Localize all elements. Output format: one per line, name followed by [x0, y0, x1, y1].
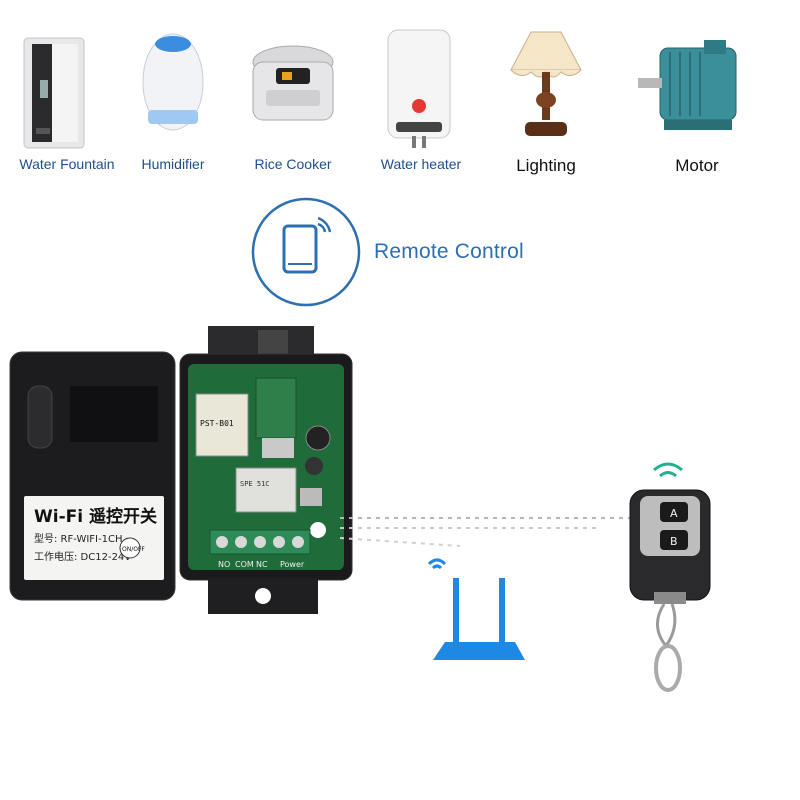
key-fob-remote: A B: [629, 462, 711, 692]
appliance-humidifier: Humidifier: [108, 10, 238, 185]
appliance-rice-cooker: Rice Cooker: [228, 10, 358, 185]
relay: [235, 467, 297, 513]
appliance-label: Lighting: [516, 156, 576, 175]
humidifier-icon: [142, 33, 204, 131]
wireless-signal-icon: [653, 462, 683, 472]
remote-control-label: Remote Control: [374, 240, 524, 263]
terminal-com: COM: [235, 560, 254, 569]
appliance-label: Motor: [675, 156, 719, 175]
signal-dotted-lines: [340, 517, 630, 547]
water-fountain-icon: [23, 37, 85, 149]
remote-key-b-label: B: [670, 535, 678, 548]
terminal-no: NO: [218, 560, 230, 569]
appliance-label: Water Fountain: [19, 156, 115, 172]
chip-label: PST-B01: [200, 419, 234, 428]
wifi-module: [195, 393, 249, 457]
case-title: Wi-Fi 遥控开关: [34, 506, 157, 527]
terminal-power: Power: [280, 560, 305, 569]
remote-key-b[interactable]: [660, 530, 688, 550]
appliance-label: Rice Cooker: [254, 156, 332, 172]
appliance-water-fountain: Water Fountain: [2, 10, 132, 185]
phone-wifi-icon: [251, 197, 361, 307]
remote-key-a-label: A: [670, 507, 678, 520]
rice-cooker-icon: [252, 45, 334, 121]
lamp-icon: [510, 31, 582, 136]
router-icon: [427, 558, 525, 660]
appliance-water-heater: Water heater: [356, 10, 486, 185]
switch-label: ON/OFF: [122, 546, 145, 553]
terminal-nc: NC: [256, 560, 268, 569]
wifi-switch-device: Wi-Fi 遥控开关 型号: RF-WIFI-1CH 工作电压: DC12-24…: [9, 326, 353, 614]
motor-icon: [638, 40, 737, 130]
case-voltage: 工作电压: DC12-24V: [34, 550, 131, 563]
appliance-motor: Motor: [632, 10, 762, 185]
water-heater-icon: [387, 29, 451, 148]
case-model: 型号: RF-WIFI-1CH: [34, 532, 122, 545]
appliance-label: Humidifier: [141, 156, 205, 172]
relay-text: SPE 51C: [240, 480, 270, 488]
appliance-lighting: Lighting: [481, 10, 611, 185]
remote-key-a[interactable]: [660, 502, 688, 522]
appliance-label: Water heater: [380, 156, 462, 172]
